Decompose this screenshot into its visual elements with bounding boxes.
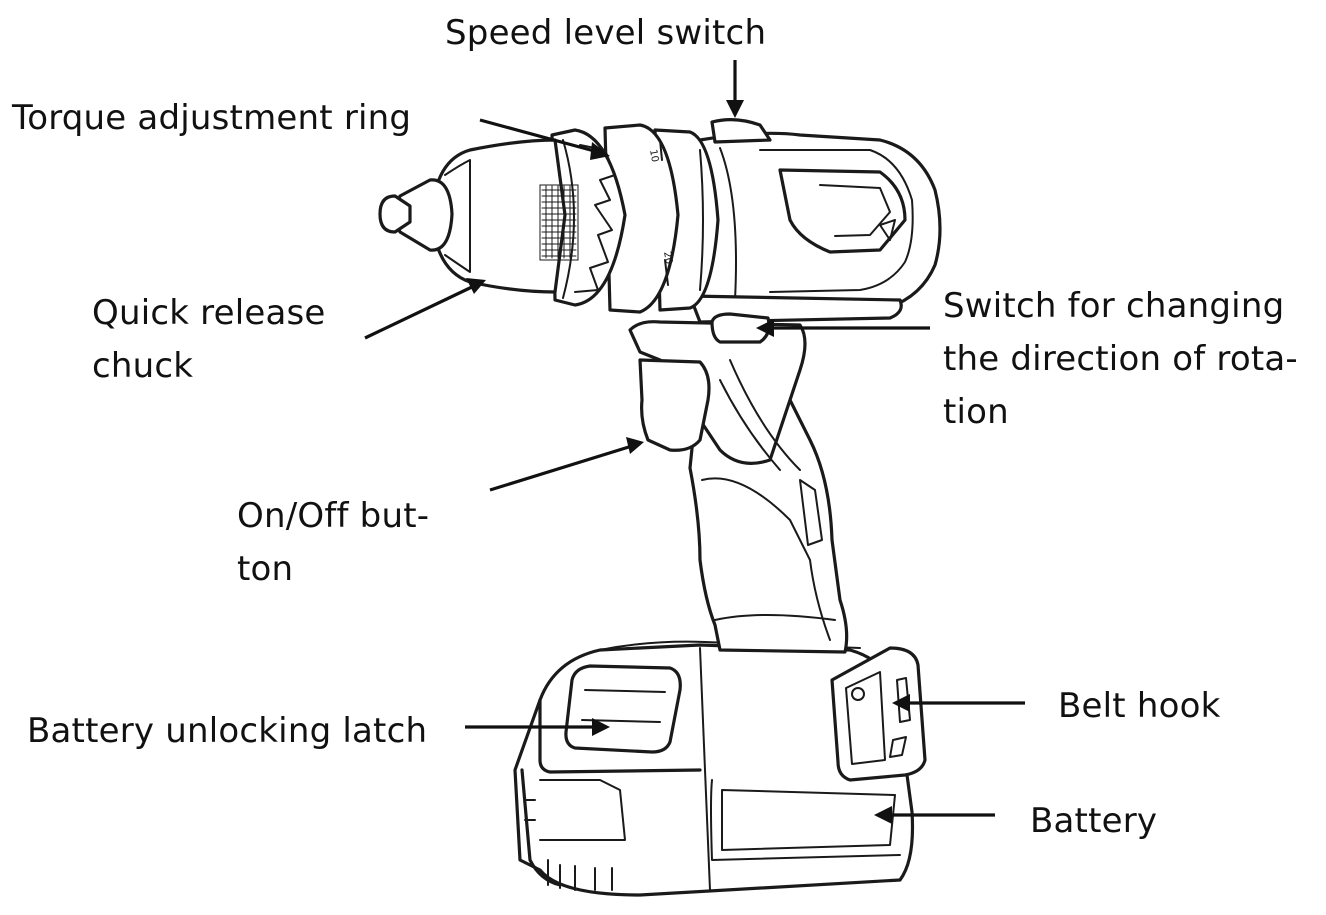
belt-hook-shape [830, 646, 927, 782]
label-quick-release-chuck: Quick release chuck [92, 287, 326, 393]
label-quick-release-chuck-line2: chuck [92, 346, 194, 386]
label-battery-unlocking-latch: Battery unlocking latch [27, 711, 428, 751]
label-quick-release-chuck-line1: Quick release [92, 293, 326, 333]
label-torque-adjustment-ring: Torque adjustment ring [12, 98, 412, 138]
gearbox-collars: 10 20 [603, 123, 720, 314]
label-on-off-button-line2: ton [237, 549, 294, 589]
label-direction-switch: Switch for changing the direction of rot… [943, 280, 1298, 439]
label-on-off-button-line1: On/Off but- [237, 496, 430, 536]
callout-arrows [364, 60, 1025, 824]
chuck [378, 138, 579, 294]
trigger-area [628, 320, 807, 471]
label-battery: Battery [1030, 801, 1158, 841]
svg-text:20: 20 [661, 251, 674, 265]
label-direction-switch-line1: Switch for changing [943, 286, 1285, 326]
trigger-shape [638, 358, 711, 452]
label-belt-hook: Belt hook [1058, 686, 1221, 726]
label-speed-level-switch: Speed level switch [445, 13, 767, 53]
label-direction-switch-line2: the direction of rota- [943, 339, 1298, 379]
label-on-off-button: On/Off but- ton [237, 490, 429, 596]
label-direction-switch-line3: tion [943, 392, 1009, 432]
svg-text:10: 10 [647, 149, 660, 163]
knurling [539, 184, 579, 261]
torque-ring [550, 128, 627, 307]
motor-housing [688, 118, 942, 344]
battery-latch-shape [564, 664, 682, 754]
